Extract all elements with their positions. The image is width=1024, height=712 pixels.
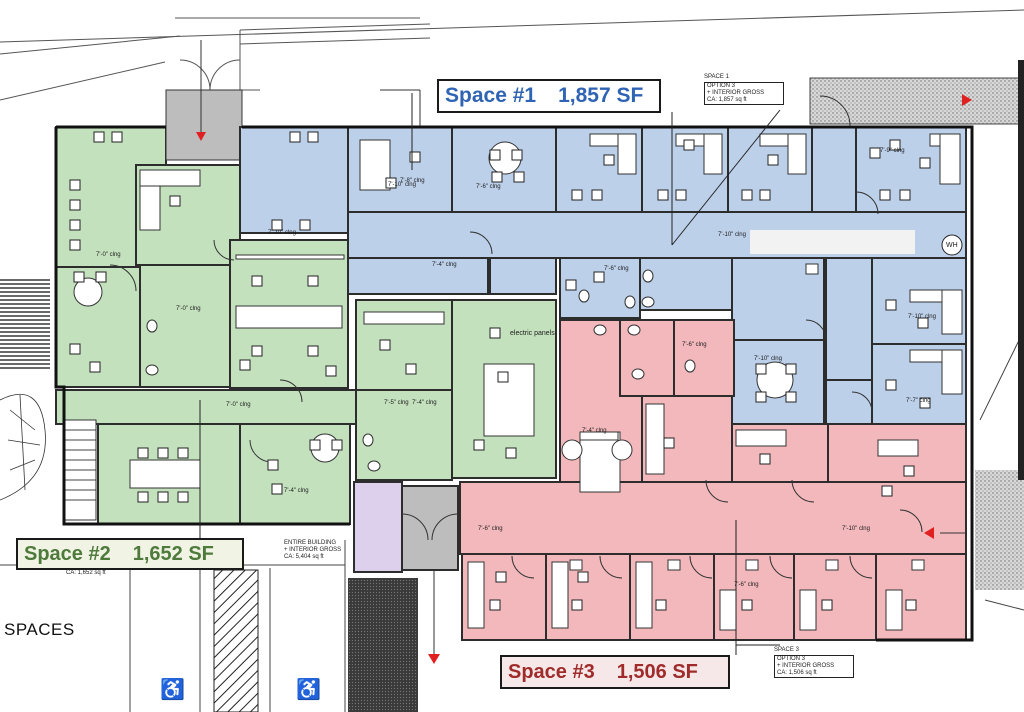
ceiling-height-label: 7'-10" clng [754,356,782,362]
ceiling-height-label: 7'-4" clng [432,262,457,268]
exit-arrows [196,94,972,664]
furniture [129,133,963,631]
tag-line: OPTION 3 [777,656,806,662]
exit-arrow-icon [428,654,440,664]
tag-line: CA: 1,506 sq ft [777,670,817,676]
tag-line: CA: 5,404 sq ft [284,554,324,560]
chairs [69,131,931,611]
space-2-area-tag: CA: 1,652 sq ft [66,570,106,576]
exit-arrow-icon [196,132,206,141]
ceiling-height-label: 7'-6" clng [604,266,629,272]
restroom-fixtures [145,263,925,571]
ceiling-height-label: 7'-6" clng [476,184,501,190]
accessible-parking-icon: ♿ [296,679,321,701]
tag-line: + INTERIOR GROSS [777,663,835,669]
ceiling-height-label: 7'-0" clng [96,252,121,258]
tag-line: + INTERIOR GROSS [707,90,765,96]
space-3-label: Space #3 [508,661,595,683]
space-1-callout: Space #1 1,857 SF [437,79,661,113]
space-1-area [239,126,967,425]
ceiling-height-label: 7'-5" clng [384,400,409,406]
exit-arrow-icon [924,527,934,539]
tag-line: + INTERIOR GROSS [284,547,342,553]
entire-building-tag: ENTIRE BUILDING + INTERIOR GROSS CA: 5,4… [284,540,341,561]
ceiling-height-label: 7'-8" clng [400,178,425,184]
ceiling-height-label: 7'-7" clng [906,398,931,404]
entry-vestibule [165,89,243,161]
space-1-label: Space #1 [445,84,537,107]
storage-room-purple [353,481,403,573]
tag-line: SPACE 1 [704,74,729,80]
space-3-callout: Space #3 1,506 SF [500,655,730,689]
ceiling-height-label: 7'-6" clng [734,582,759,588]
ceiling-height-label: 7'-10" clng [842,526,870,532]
ceiling-height-label: 7'-4" clng [582,428,607,434]
space-3-tag: SPACE 3 OPTION 3 + INTERIOR GROSS CA: 1,… [774,647,854,678]
space-2-callout: Space #2 1,652 SF [16,538,244,570]
space-1-tag: SPACE 1 OPTION 3 + INTERIOR GROSS CA: 1,… [704,74,784,105]
corridor-fixture [750,230,915,254]
water-heater-icon [941,234,963,256]
ceiling-height-label: 7'-10" clng [388,182,416,188]
ceiling-height-label: 7'-4" clng [412,400,437,406]
tag-box: OPTION 3 + INTERIOR GROSS CA: 1,857 sq f… [704,82,784,105]
space-2-label: Space #2 [24,543,111,565]
ceiling-height-label: 7'-10" clng [268,230,296,236]
exit-arrow-icon [962,94,972,106]
tag-line: SPACE 3 [774,647,799,653]
exterior-walls [54,125,974,642]
tag-box: OPTION 3 + INTERIOR GROSS CA: 1,506 sq f… [774,655,854,678]
space-2-area-value: 1,652 SF [132,543,214,565]
space-3-area-value: 1,506 SF [616,661,698,683]
ceiling-height-label: 7'-6" clng [682,342,707,348]
ceiling-height-label: 7'-0" clng [176,306,201,312]
site-context [0,9,1024,712]
leader-lines [199,93,781,655]
tag-line: CA: 1,857 sq ft [707,97,747,103]
tag-line: ENTIRE BUILDING [284,540,337,546]
ceiling-height-label: 7'-10" clng [718,232,746,238]
tag-line: OPTION 3 [707,83,736,89]
electric-panels-label: electric panels [510,330,555,337]
space-1-area-value: 1,857 SF [558,84,644,107]
ceiling-height-label: 7'-6" clng [478,526,503,532]
rear-vestibule [401,485,459,571]
ceiling-height-label: 7'-0" clng [226,402,251,408]
accessible-parking-icon: ♿ [160,679,185,701]
ceiling-height-label: 7'-9" clng [880,148,905,154]
parking-spaces-label: SPACES [4,620,75,639]
ceiling-height-label: 7'-4" clng [284,488,309,494]
stair-treads [64,429,96,501]
ceiling-height-label: 7'-10" clng [908,314,936,320]
water-heater-label: WH [946,242,958,249]
